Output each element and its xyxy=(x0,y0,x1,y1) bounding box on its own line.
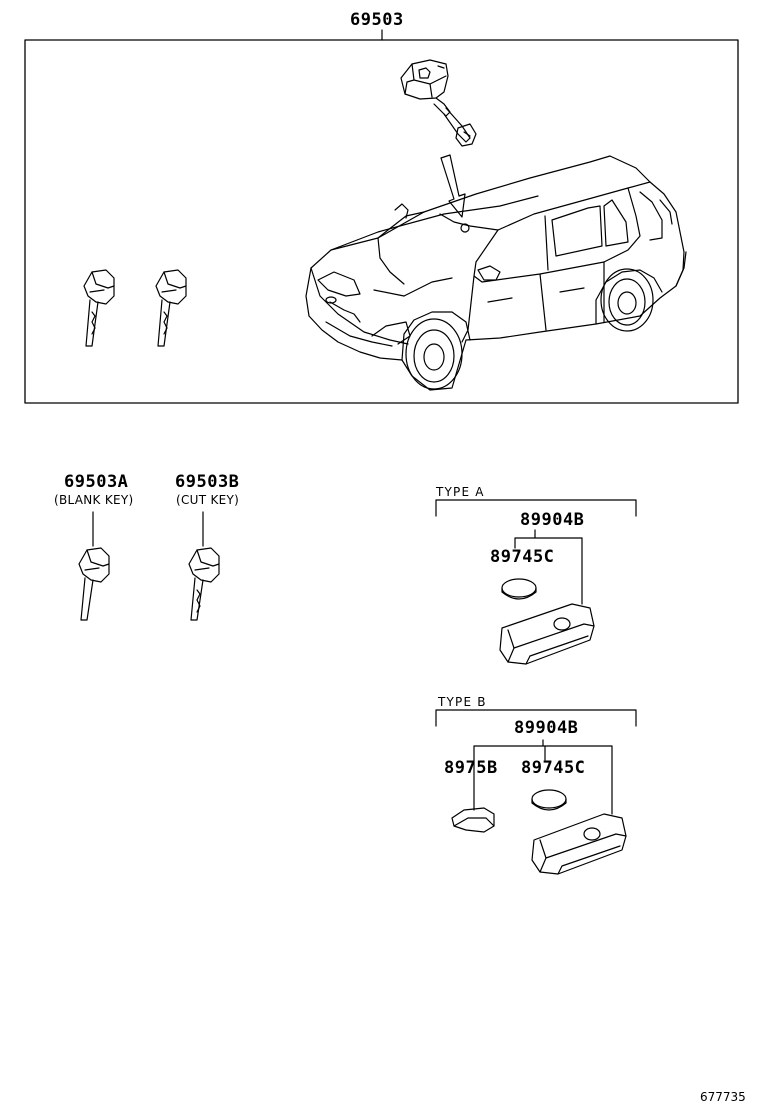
type-b-bracket xyxy=(435,709,637,727)
label-type-b-8975b: 8975B xyxy=(444,758,498,778)
label-69503b: 69503B xyxy=(175,472,240,492)
type-a-leaders xyxy=(514,529,583,605)
type-a-battery xyxy=(501,578,537,600)
vehicle xyxy=(305,155,687,391)
type-a-bracket xyxy=(435,499,637,517)
location-arrow xyxy=(440,154,466,218)
type-a-fob xyxy=(499,603,595,665)
label-type-b-89745c: 89745C xyxy=(521,758,586,778)
note-cut-key: (CUT KEY) xyxy=(176,493,240,507)
key-in-box-1 xyxy=(83,269,115,347)
assembly-frame xyxy=(24,39,739,404)
label-type-b-89904b: 89904B xyxy=(514,718,579,738)
key-in-box-2 xyxy=(155,269,187,347)
label-type-a-89904b: 89904B xyxy=(520,510,585,530)
illustration-id: 677735 xyxy=(700,1090,746,1104)
cut-key xyxy=(188,547,220,621)
type-b-cover xyxy=(451,807,495,833)
type-b-battery xyxy=(531,789,567,811)
label-69503a: 69503A xyxy=(64,472,129,492)
type-b-leaders xyxy=(473,739,613,815)
label-69503: 69503 xyxy=(350,10,404,30)
label-type-a-89745c: 89745C xyxy=(490,547,555,567)
label-type-a: TYPE A xyxy=(436,485,485,499)
blank-key xyxy=(78,547,110,621)
lock-cylinder xyxy=(400,59,477,147)
label-type-b: TYPE B xyxy=(438,695,487,709)
type-b-fob xyxy=(531,813,627,875)
note-blank-key: (BLANK KEY) xyxy=(54,493,134,507)
